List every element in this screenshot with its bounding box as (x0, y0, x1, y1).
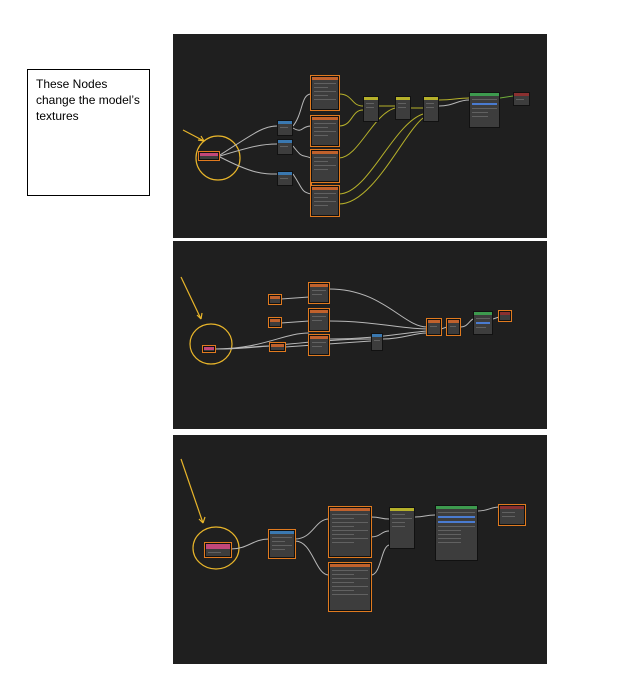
pointer-arrow (180, 276, 202, 320)
wires-layer (180, 458, 500, 576)
pointer-arrowhead (197, 135, 205, 142)
mix-node-1[interactable] (363, 96, 379, 122)
image-texture-node-2[interactable] (308, 308, 330, 332)
mix-node-3[interactable] (423, 96, 439, 122)
material-output-node[interactable] (513, 92, 530, 106)
pointer-arrowhead (198, 516, 206, 524)
pointer-arrow (180, 458, 204, 524)
mix-node-2[interactable] (446, 318, 461, 336)
principled-bsdf-node[interactable] (469, 92, 500, 128)
principled-bsdf-node[interactable] (473, 311, 493, 335)
image-texture-node-1[interactable] (308, 282, 330, 304)
node-editor-screenshot-3 (173, 435, 547, 664)
node-editor-screenshot-2 (173, 241, 547, 429)
material-output-node[interactable] (498, 310, 512, 322)
node-small-a[interactable] (268, 294, 282, 305)
image-texture-node-4[interactable] (310, 185, 340, 217)
wires-layer (180, 276, 500, 365)
mapping-node[interactable] (268, 529, 296, 559)
node-mapping-b[interactable] (277, 139, 293, 155)
image-texture-node-3[interactable] (310, 149, 340, 183)
node-editor-screenshot-1 (173, 34, 547, 238)
highlight-circle (195, 135, 241, 181)
mapping-node[interactable] (371, 333, 383, 351)
principled-bsdf-node[interactable] (435, 505, 478, 561)
pointer-arrow (182, 129, 205, 142)
pointer-arrowhead (196, 312, 203, 320)
selected-node[interactable] (202, 345, 216, 353)
mix-node[interactable] (389, 507, 415, 549)
selected-node[interactable] (198, 151, 220, 161)
annotation-text: These Nodes change the model’s textures (36, 77, 140, 123)
wires-layer (182, 93, 514, 205)
material-output-node[interactable] (498, 504, 526, 526)
image-texture-node-2[interactable] (310, 115, 340, 147)
node-mapping-c[interactable] (277, 171, 293, 186)
selected-node[interactable] (204, 542, 232, 558)
node-small-b[interactable] (268, 317, 282, 328)
image-texture-node-1[interactable] (310, 75, 340, 111)
image-texture-node-3[interactable] (308, 334, 330, 356)
annotation-box: These Nodes change the model’s textures (27, 69, 150, 196)
mix-node-1[interactable] (426, 318, 442, 336)
image-texture-node-1[interactable] (328, 506, 372, 558)
highlight-circle (189, 323, 233, 365)
node-mapping-a[interactable] (277, 120, 293, 136)
mix-node-2[interactable] (395, 96, 411, 120)
image-texture-node-2[interactable] (328, 562, 372, 612)
node-small-c[interactable] (269, 342, 286, 352)
